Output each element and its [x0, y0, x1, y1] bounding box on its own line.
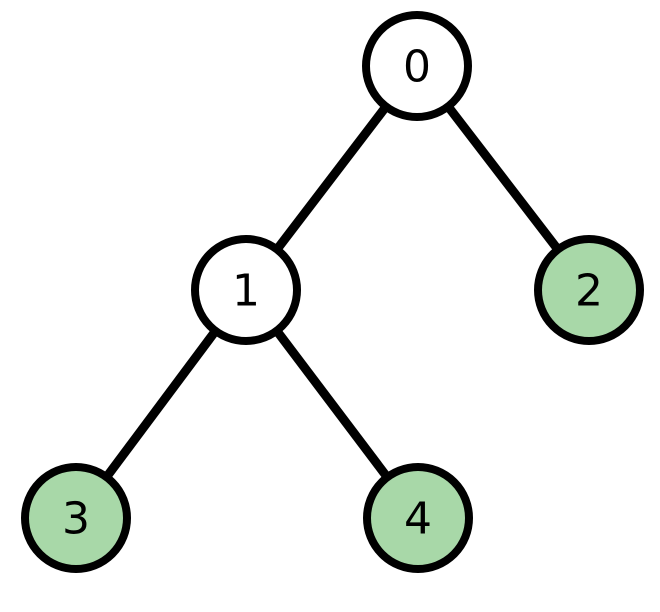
- edges-layer: [72, 63, 593, 521]
- nodes-layer: 0 1 2 3 4: [21, 11, 644, 573]
- tree-node-circle-1[interactable]: [191, 235, 301, 345]
- tree-node-4[interactable]: 4: [363, 463, 473, 573]
- tree-node-circle-4[interactable]: [363, 463, 473, 573]
- tree-node-3[interactable]: 3: [21, 463, 131, 573]
- tree-node-circle-0[interactable]: [362, 11, 472, 121]
- tree-node-1[interactable]: 1: [191, 235, 301, 345]
- tree-node-0[interactable]: 0: [362, 11, 472, 121]
- tree-node-2[interactable]: 2: [534, 235, 644, 345]
- tree-node-circle-3[interactable]: [21, 463, 131, 573]
- tree-node-circle-2[interactable]: [534, 235, 644, 345]
